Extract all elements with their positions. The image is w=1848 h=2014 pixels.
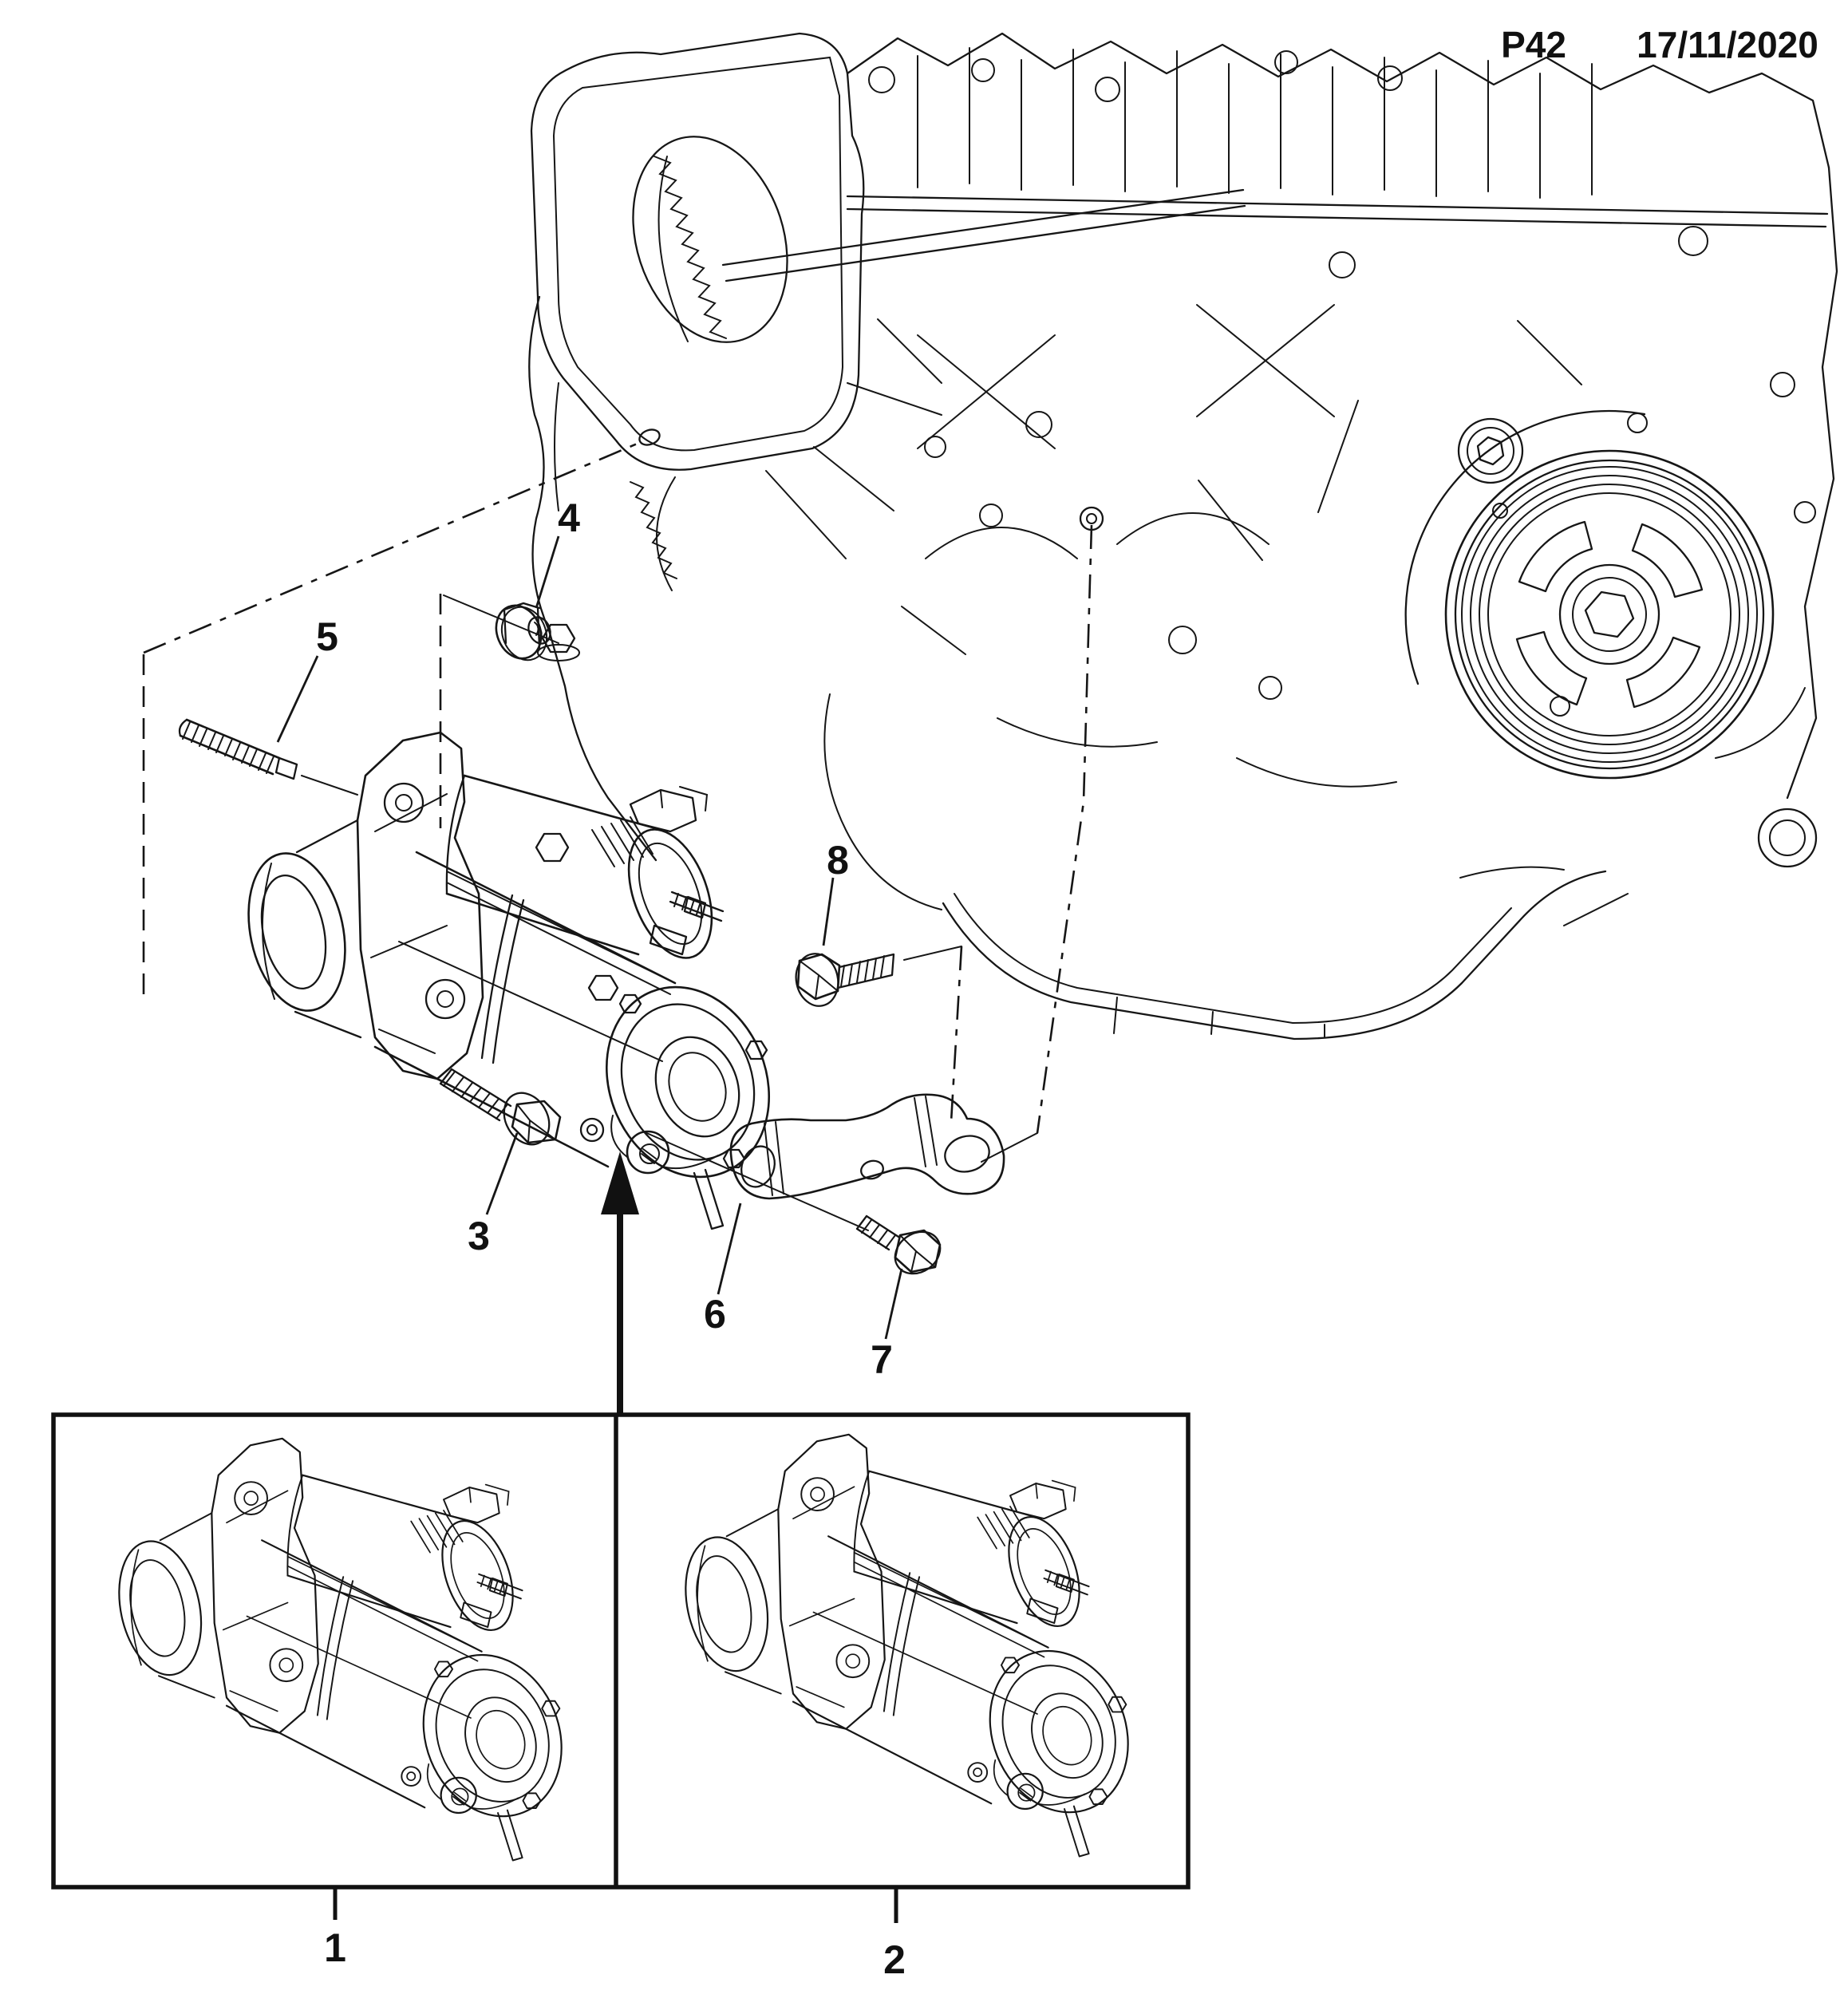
page-code: P42 [1501, 24, 1566, 65]
leader-4 [535, 535, 560, 609]
arrow-up-icon [601, 1151, 639, 1414]
starter-motor-variant-1 [106, 1437, 586, 1862]
mounting-nut [495, 602, 551, 661]
starter-motor-main [234, 731, 798, 1230]
dash-line-engine-to-bracket [1036, 524, 1093, 1134]
callout-label-4: 4 [558, 496, 580, 540]
leader-8 [822, 877, 835, 946]
callout-label-8: 8 [827, 838, 849, 883]
dash-line-bolt8 [950, 946, 963, 1123]
starter-mounting-bolt [439, 1068, 562, 1146]
callout-label-5: 5 [316, 614, 338, 659]
callout-label-3: 3 [468, 1214, 490, 1258]
dash-dot-line-diagonal [143, 439, 646, 654]
leader-3 [485, 1132, 519, 1215]
callout-label-7: 7 [871, 1337, 893, 1382]
starter-support-bracket [729, 1093, 1005, 1200]
callout-leader-lines [276, 535, 903, 1340]
leader-6 [717, 1202, 742, 1295]
callout-label-6: 6 [704, 1292, 726, 1337]
mounting-stud [178, 718, 358, 796]
leader-7 [884, 1268, 903, 1340]
bracket-to-engine-bolt [795, 953, 895, 1007]
engine-illustration [528, 32, 1838, 1041]
callout-label-2: 2 [883, 1937, 906, 1982]
callout-label-1: 1 [324, 1925, 346, 1970]
page-date: 17/11/2020 [1637, 24, 1818, 65]
variants-box-border [51, 1412, 1191, 1890]
leader-5 [276, 655, 319, 743]
bracket-to-starter-bolt [855, 1214, 942, 1275]
starter-motor-variant-2 [673, 1433, 1153, 1858]
variants-box [51, 1412, 1191, 1923]
alignment-lines [142, 439, 1093, 1231]
